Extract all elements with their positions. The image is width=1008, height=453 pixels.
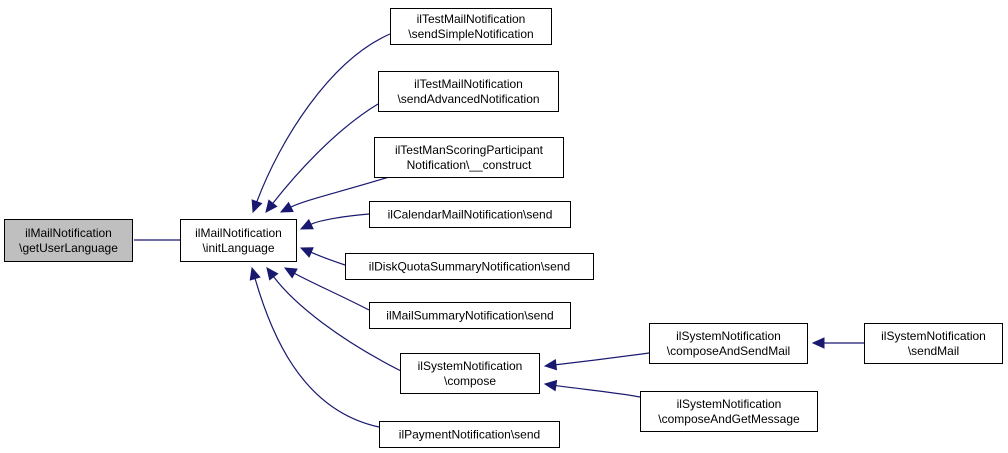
node-box <box>379 421 560 448</box>
arrowhead-icon <box>283 267 298 279</box>
node-label-line: ilSystemNotification <box>881 329 986 343</box>
node-box <box>180 219 297 262</box>
node-payment-send[interactable]: ilPaymentNotification\send <box>379 421 560 448</box>
nodes-layer: ilMailNotification\getUserLanguageilMail… <box>4 8 1003 448</box>
arrowhead-icon <box>249 266 261 281</box>
node-label-line: ilMailSummaryNotification\send <box>386 309 553 323</box>
node-box <box>378 71 559 112</box>
arrowhead-icon <box>811 337 825 349</box>
node-sendadvancednotification[interactable]: ilTestMailNotification\sendAdvancedNotif… <box>378 71 559 112</box>
node-label-line: ilSystemNotification <box>676 329 781 343</box>
node-label-line: ilMailNotification <box>25 226 112 240</box>
edge-scoringConstruct-to-initLanguage <box>279 176 390 213</box>
arrowhead-icon <box>543 379 558 392</box>
node-sendmail[interactable]: ilSystemNotification\sendMail <box>864 323 1003 364</box>
edge-paymentSend-to-initLanguage <box>249 266 380 428</box>
arrowhead-icon <box>266 267 279 281</box>
node-box <box>374 137 564 178</box>
node-label-line: \sendAdvancedNotification <box>397 92 539 106</box>
arrowhead-icon <box>543 358 558 371</box>
edge-sendSimple-to-initLanguage <box>251 33 391 214</box>
node-label-line: ilTestMailNotification <box>417 12 526 26</box>
node-label-line: ilMailNotification <box>195 226 282 240</box>
node-composeandsendmail[interactable]: ilSystemNotification\composeAndSendMail <box>649 323 808 364</box>
arrowhead-icon <box>265 199 278 213</box>
node-sendsimplenotification[interactable]: ilTestMailNotification\sendSimpleNotific… <box>390 8 552 45</box>
arrowhead-icon <box>251 199 263 214</box>
node-label-line: ilDiskQuotaSummaryNotification\send <box>369 260 570 274</box>
edge-line <box>294 272 370 311</box>
node-box <box>640 391 818 432</box>
node-getuserlanguage[interactable]: ilMailNotification\getUserLanguage <box>4 219 133 262</box>
edge-line <box>256 33 391 202</box>
node-label-line: \sendSimpleNotification <box>408 27 533 41</box>
arrowhead-icon <box>279 201 294 213</box>
edge-diskQuotaSend-to-initLanguage <box>299 247 346 266</box>
node-initlanguage[interactable]: ilMailNotification\initLanguage <box>180 219 297 262</box>
node-label-line: ilTestMailNotification <box>414 77 523 91</box>
node-box <box>369 201 571 228</box>
node-scoring-construct[interactable]: ilTestManScoringParticipantNotification\… <box>374 137 564 178</box>
node-diskquota-send[interactable]: ilDiskQuotaSummaryNotification\send <box>345 253 594 280</box>
edge-sendAdvanced-to-initLanguage <box>265 103 379 213</box>
node-label-line: \getUserLanguage <box>19 241 118 255</box>
node-box <box>4 219 133 262</box>
edge-mailSummarySend-to-initLanguage <box>283 267 370 311</box>
edge-line <box>273 276 402 372</box>
node-label-line: \composeAndSendMail <box>667 344 790 358</box>
node-box <box>369 302 571 329</box>
edge-line <box>310 213 370 225</box>
node-label-line: ilSystemNotification <box>418 359 523 373</box>
edge-composeAndGetMessage-to-compose <box>543 379 641 398</box>
node-label-line: \compose <box>444 374 496 388</box>
edge-calendarSend-to-initLanguage <box>299 213 370 230</box>
node-label-line: \initLanguage <box>202 241 274 255</box>
node-mailsummary-send[interactable]: ilMailSummaryNotification\send <box>369 302 571 329</box>
node-label-line: Notification\__construct <box>407 158 532 172</box>
node-label-line: \sendMail <box>908 344 959 358</box>
node-label-line: ilTestManScoringParticipant <box>395 143 544 157</box>
node-label-line: ilPaymentNotification\send <box>399 428 540 442</box>
node-box <box>390 8 552 45</box>
node-box <box>400 353 540 394</box>
node-box <box>649 323 808 364</box>
edge-line <box>290 176 390 208</box>
node-compose[interactable]: ilSystemNotification\compose <box>400 353 540 394</box>
edge-line <box>555 384 641 398</box>
arrowhead-icon <box>299 218 314 230</box>
edge-sendMail-to-composeAndSendMail <box>811 337 864 349</box>
edges-layer <box>134 33 864 428</box>
edge-line <box>272 103 379 204</box>
edge-compose-to-initLanguage <box>266 267 402 372</box>
edge-composeAndSendMail-to-compose <box>543 352 650 371</box>
node-box <box>864 323 1003 364</box>
edge-line <box>310 251 346 266</box>
node-composeandgetmessage[interactable]: ilSystemNotification\composeAndGetMessag… <box>640 391 818 432</box>
node-calendar-send[interactable]: ilCalendarMailNotification\send <box>369 201 571 228</box>
edge-line <box>555 352 650 366</box>
edge-line <box>254 278 380 428</box>
arrowhead-icon <box>299 247 314 258</box>
node-label-line: \composeAndGetMessage <box>658 412 800 426</box>
node-label-line: ilSystemNotification <box>677 397 782 411</box>
node-box <box>345 253 594 280</box>
node-label-line: ilCalendarMailNotification\send <box>388 208 553 222</box>
